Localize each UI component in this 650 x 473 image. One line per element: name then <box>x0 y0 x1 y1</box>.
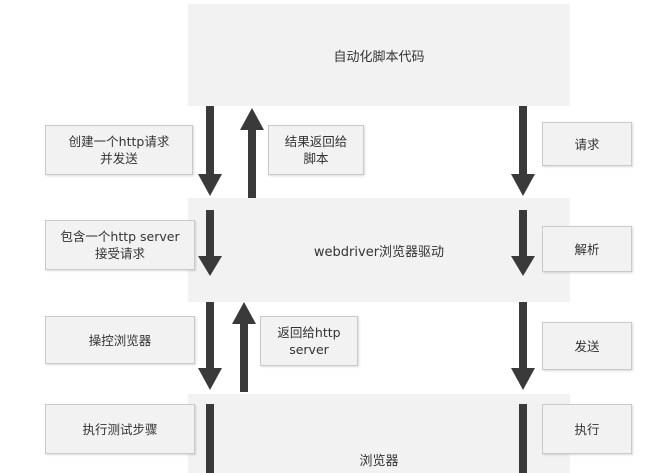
label-request-text: 请求 <box>574 136 600 152</box>
label-send: 发送 <box>542 322 632 370</box>
label-return-to-script-line1: 结果返回给 <box>284 134 348 149</box>
label-return-to-http-server: 返回给http server <box>260 316 358 366</box>
label-contains-http-server-line2: 接受请求 <box>94 246 145 261</box>
layer-browser-label: 浏览器 <box>359 454 399 469</box>
label-create-http-request-line1: 创建一个http请求 <box>68 134 170 149</box>
label-create-http-request-line2: 并发送 <box>100 151 138 166</box>
label-create-http-request: 创建一个http请求 并发送 <box>45 125 193 175</box>
arrow-up-return-to-script <box>240 108 264 198</box>
label-execute-test-steps-text: 执行测试步骤 <box>82 421 158 437</box>
label-operate-browser-text: 操控浏览器 <box>88 332 152 348</box>
label-request: 请求 <box>542 122 632 166</box>
arrow-down-execute <box>519 404 527 473</box>
arrow-down-execute-steps <box>206 404 214 473</box>
layer-browser: 浏览器 <box>188 394 570 473</box>
label-contains-http-server: 包含一个http server 接受请求 <box>45 220 195 270</box>
label-return-to-http-server-line2: server <box>289 342 329 357</box>
layer-webdriver-label: webdriver浏览器驱动 <box>313 244 445 260</box>
label-send-text: 发送 <box>574 338 600 354</box>
label-operate-browser: 操控浏览器 <box>45 316 195 364</box>
arrow-down-parse <box>511 210 535 276</box>
arrow-down-script-to-driver <box>198 106 222 196</box>
label-parse: 解析 <box>542 226 632 272</box>
layer-webdriver: webdriver浏览器驱动 <box>188 198 570 302</box>
label-return-to-script: 结果返回给 脚本 <box>268 125 364 175</box>
label-contains-http-server-line1: 包含一个http server <box>60 229 180 244</box>
label-parse-text: 解析 <box>574 241 600 257</box>
arrow-down-operate-browser <box>198 302 222 390</box>
arrow-down-driver-to-browser-left <box>198 210 222 276</box>
arrow-down-request <box>511 106 535 196</box>
layer-automation-script: 自动化脚本代码 <box>188 4 570 106</box>
layer-automation-script-label: 自动化脚本代码 <box>333 49 425 65</box>
arrow-down-send <box>511 302 535 390</box>
label-execute-text: 执行 <box>574 421 600 437</box>
label-return-to-http-server-line1: 返回给http <box>277 325 341 340</box>
label-execute-test-steps: 执行测试步骤 <box>45 404 195 454</box>
arrow-up-return-to-http-server <box>232 302 256 392</box>
label-return-to-script-line2: 脚本 <box>303 151 329 166</box>
label-execute: 执行 <box>542 404 632 454</box>
